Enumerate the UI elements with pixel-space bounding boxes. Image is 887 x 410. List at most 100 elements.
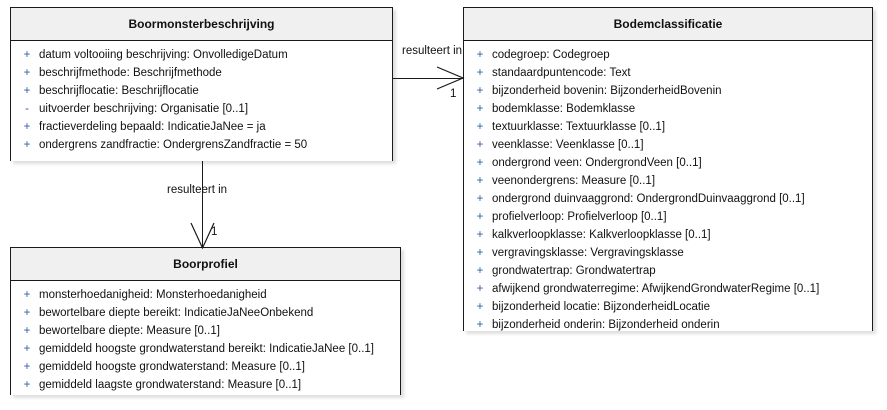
attribute-row: + grondwatertrap: Grondwatertrap bbox=[468, 262, 872, 280]
class-title-bodemclassificatie: Bodemclassificatie bbox=[464, 8, 872, 41]
attribute-row: + veenondergrens: Measure [0..1] bbox=[468, 172, 872, 190]
attribute-label: ondergrond veen: OndergrondVeen [0..1] bbox=[492, 157, 702, 169]
attribute-row: - uitvoerder beschrijving: Organisatie [… bbox=[15, 100, 392, 118]
visibility-marker: + bbox=[23, 67, 31, 79]
attribute-label: kalkverloopklasse: Kalkverloopklasse [0.… bbox=[492, 229, 711, 241]
arrowhead-open-down-icon bbox=[190, 222, 215, 250]
attribute-row: + profielverloop: Profielverloop [0..1] bbox=[468, 208, 872, 226]
attribute-label: ondergrond duinvaaggrond: OndergrondDuin… bbox=[492, 193, 805, 205]
attribute-row: + standaardpuntencode: Text bbox=[468, 64, 872, 82]
attribute-label: bijzonderheid bovenin: BijzonderheidBove… bbox=[492, 85, 722, 97]
visibility-marker: + bbox=[23, 289, 31, 301]
attribute-row: + bodemklasse: Bodemklasse bbox=[468, 100, 872, 118]
visibility-marker: + bbox=[23, 49, 31, 61]
class-box-bodemclassificatie[interactable]: Bodemclassificatie + codegroep: Codegroe… bbox=[463, 7, 873, 331]
visibility-marker: + bbox=[476, 301, 484, 313]
arrowhead-open-right-icon bbox=[436, 66, 465, 90]
visibility-marker: + bbox=[476, 283, 484, 295]
attribute-label: monsterhoedanigheid: Monsterhoedanigheid bbox=[39, 289, 267, 301]
attribute-label: bewortelbare diepte: Measure [0..1] bbox=[39, 325, 220, 337]
association-line-to-boorprofiel[interactable] bbox=[202, 161, 203, 247]
attribute-label: veenklasse: Veenklasse [0..1] bbox=[492, 139, 644, 151]
visibility-marker: + bbox=[476, 121, 484, 133]
association-multiplicity-to-bodemclassificatie: 1 bbox=[450, 88, 457, 100]
visibility-marker: + bbox=[476, 103, 484, 115]
attribute-label: beschrijflocatie: Beschrijflocatie bbox=[39, 85, 199, 97]
attribute-row: + bijzonderheid locatie: BijzonderheidLo… bbox=[468, 298, 872, 316]
visibility-marker: + bbox=[476, 229, 484, 241]
attribute-row: + monsterhoedanigheid: Monsterhoedanighe… bbox=[15, 286, 400, 304]
attribute-row: + gemiddeld hoogste grondwaterstand: Mea… bbox=[15, 358, 400, 376]
visibility-marker: + bbox=[476, 175, 484, 187]
visibility-marker: + bbox=[476, 85, 484, 97]
attribute-label: gemiddeld hoogste grondwaterstand: Measu… bbox=[39, 361, 305, 373]
attribute-row: + ondergrens zandfractie: OndergrensZand… bbox=[15, 136, 392, 154]
visibility-marker: + bbox=[23, 379, 31, 391]
visibility-marker: + bbox=[23, 361, 31, 373]
attribute-row: + veenklasse: Veenklasse [0..1] bbox=[468, 136, 872, 154]
attribute-label: bijzonderheid onderin: Bijzonderheid ond… bbox=[492, 319, 720, 331]
attribute-row: + textuurklasse: Textuurklasse [0..1] bbox=[468, 118, 872, 136]
attribute-row: + fractieverdeling bepaald: IndicatieJaN… bbox=[15, 118, 392, 136]
attribute-row: + afwijkend grondwaterregime: AfwijkendG… bbox=[468, 280, 872, 298]
visibility-marker: + bbox=[476, 139, 484, 151]
attribute-label: ondergrens zandfractie: OndergrensZandfr… bbox=[39, 139, 308, 151]
class-box-boorprofiel[interactable]: Boorprofiel + monsterhoedanigheid: Monst… bbox=[10, 247, 401, 395]
attribute-row: + bijzonderheid bovenin: BijzonderheidBo… bbox=[468, 82, 872, 100]
association-label-to-bodemclassificatie: resulteert in bbox=[402, 45, 463, 57]
attribute-label: veenondergrens: Measure [0..1] bbox=[492, 175, 656, 187]
attribute-row: + codegroep: Codegroep bbox=[468, 46, 872, 64]
class-box-boormonsterbeschrijving[interactable]: Boormonsterbeschrijving + datum voltooii… bbox=[10, 7, 393, 161]
visibility-marker: + bbox=[23, 325, 31, 337]
attribute-label: standaardpuntencode: Text bbox=[492, 67, 631, 79]
attribute-label: bewortelbare diepte bereikt: IndicatieJa… bbox=[39, 307, 314, 319]
attribute-row: + bewortelbare diepte bereikt: Indicatie… bbox=[15, 304, 400, 322]
association-line-to-bodemclassificatie[interactable] bbox=[392, 78, 463, 79]
attribute-label: fractieverdeling bepaald: IndicatieJaNee… bbox=[39, 121, 266, 133]
attribute-label: vergravingsklasse: Vergravingsklasse bbox=[492, 247, 684, 259]
attribute-label: textuurklasse: Textuurklasse [0..1] bbox=[492, 121, 666, 133]
visibility-marker: - bbox=[25, 103, 29, 115]
visibility-marker: + bbox=[476, 319, 484, 331]
class-attributes-bodemclassificatie: + codegroep: Codegroep + standaardpunten… bbox=[464, 41, 872, 331]
visibility-marker: + bbox=[476, 157, 484, 169]
attribute-label: gemiddeld laagste grondwaterstand: Measu… bbox=[39, 379, 302, 391]
attribute-row: + gemiddeld hoogste grondwaterstand bere… bbox=[15, 340, 400, 358]
attribute-row: + bijzonderheid onderin: Bijzonderheid o… bbox=[468, 316, 872, 334]
attribute-row: + gemiddeld laagste grondwaterstand: Mea… bbox=[15, 376, 400, 394]
visibility-marker: + bbox=[23, 343, 31, 355]
class-attributes-boorprofiel: + monsterhoedanigheid: Monsterhoedanighe… bbox=[11, 281, 400, 395]
visibility-marker: + bbox=[23, 121, 31, 133]
visibility-marker: + bbox=[476, 67, 484, 79]
attribute-label: bodemklasse: Bodemklasse bbox=[492, 103, 636, 115]
attribute-row: + kalkverloopklasse: Kalkverloopklasse [… bbox=[468, 226, 872, 244]
attribute-row: + vergravingsklasse: Vergravingsklasse bbox=[468, 244, 872, 262]
attribute-row: + bewortelbare diepte: Measure [0..1] bbox=[15, 322, 400, 340]
visibility-marker: + bbox=[476, 193, 484, 205]
attribute-label: gemiddeld hoogste grondwaterstand bereik… bbox=[39, 343, 374, 355]
attribute-label: afwijkend grondwaterregime: AfwijkendGro… bbox=[492, 283, 820, 295]
association-label-to-boorprofiel: resulteert in bbox=[167, 184, 228, 196]
attribute-label: grondwatertrap: Grondwatertrap bbox=[492, 265, 656, 277]
attribute-row: + beschrijfmethode: Beschrijfmethode bbox=[15, 64, 392, 82]
visibility-marker: + bbox=[23, 85, 31, 97]
class-title-boorprofiel: Boorprofiel bbox=[11, 248, 400, 281]
visibility-marker: + bbox=[476, 211, 484, 223]
visibility-marker: + bbox=[476, 265, 484, 277]
attribute-label: profielverloop: Profielverloop [0..1] bbox=[492, 211, 667, 223]
attribute-label: datum voltooiing beschrijving: Onvolledi… bbox=[39, 49, 288, 61]
class-title-boormonsterbeschrijving: Boormonsterbeschrijving bbox=[11, 8, 392, 41]
attribute-label: uitvoerder beschrijving: Organisatie [0.… bbox=[39, 103, 249, 115]
attribute-row: + beschrijflocatie: Beschrijflocatie bbox=[15, 82, 392, 100]
attribute-row: + ondergrond veen: OndergrondVeen [0..1] bbox=[468, 154, 872, 172]
visibility-marker: + bbox=[476, 49, 484, 61]
attribute-row: + datum voltooiing beschrijving: Onvolle… bbox=[15, 46, 392, 64]
attribute-label: codegroep: Codegroep bbox=[492, 49, 610, 61]
attribute-row: + ondergrond duinvaaggrond: OndergrondDu… bbox=[468, 190, 872, 208]
class-attributes-boormonsterbeschrijving: + datum voltooiing beschrijving: Onvolle… bbox=[11, 41, 392, 161]
visibility-marker: + bbox=[23, 307, 31, 319]
visibility-marker: + bbox=[23, 139, 31, 151]
association-multiplicity-to-boorprofiel: 1 bbox=[211, 226, 218, 238]
attribute-label: beschrijfmethode: Beschrijfmethode bbox=[39, 67, 222, 79]
